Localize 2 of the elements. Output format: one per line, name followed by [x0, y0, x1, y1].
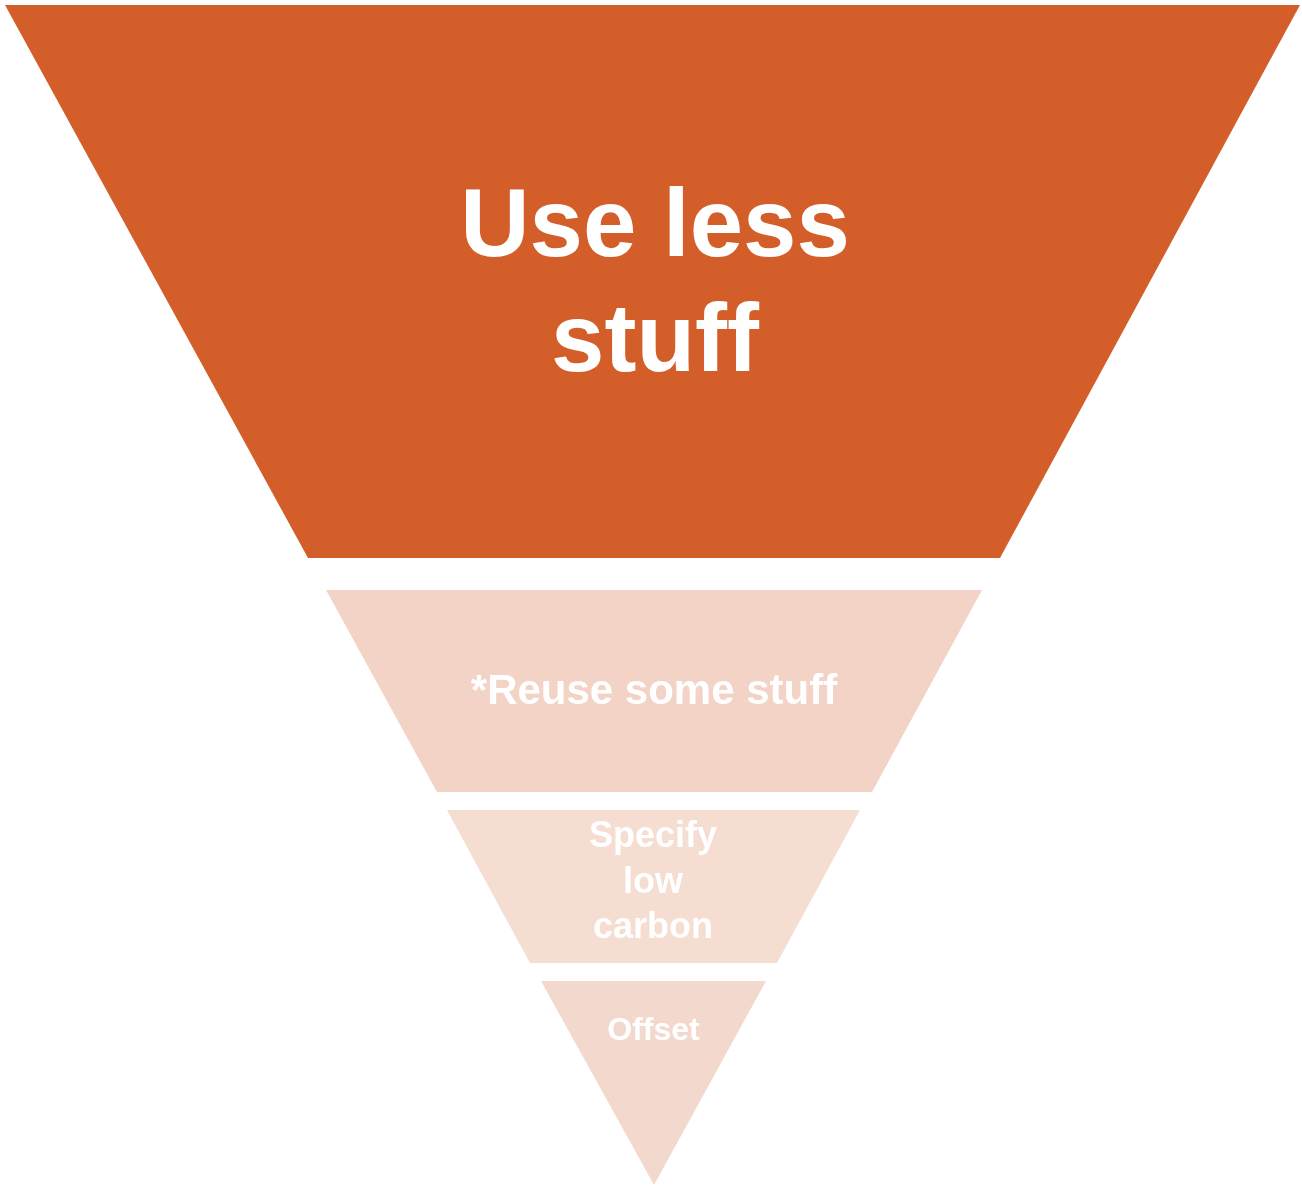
tier-label: *Reuse some stuff: [469, 666, 839, 715]
tier-label: Use less stuff: [459, 168, 851, 394]
